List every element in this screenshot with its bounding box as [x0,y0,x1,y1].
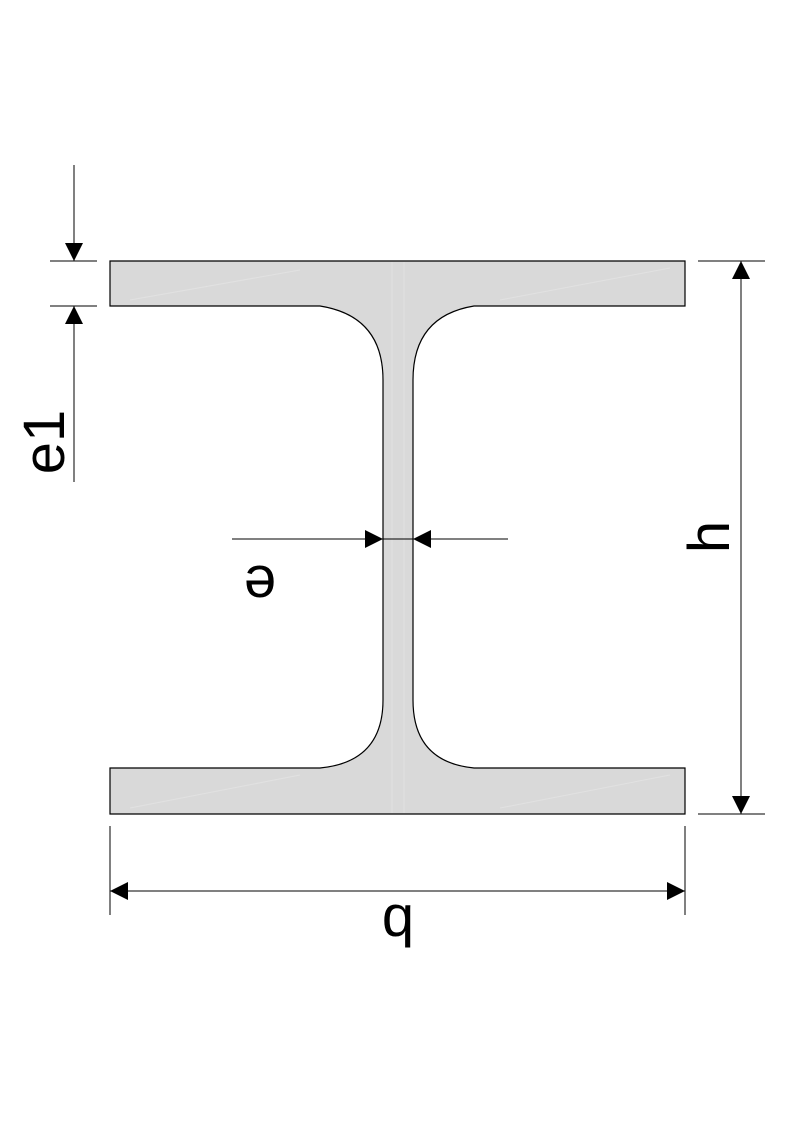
width-label: b [382,892,414,957]
height-dimension [698,260,765,815]
web-texture [129,262,671,813]
web-thickness-label: e [244,553,276,618]
ibeam-profile [109,260,686,815]
width-dimension [109,826,686,915]
flange-thickness-label: e1 [12,410,77,475]
flange-thickness-dimension [50,165,97,482]
height-label: h [677,521,742,553]
